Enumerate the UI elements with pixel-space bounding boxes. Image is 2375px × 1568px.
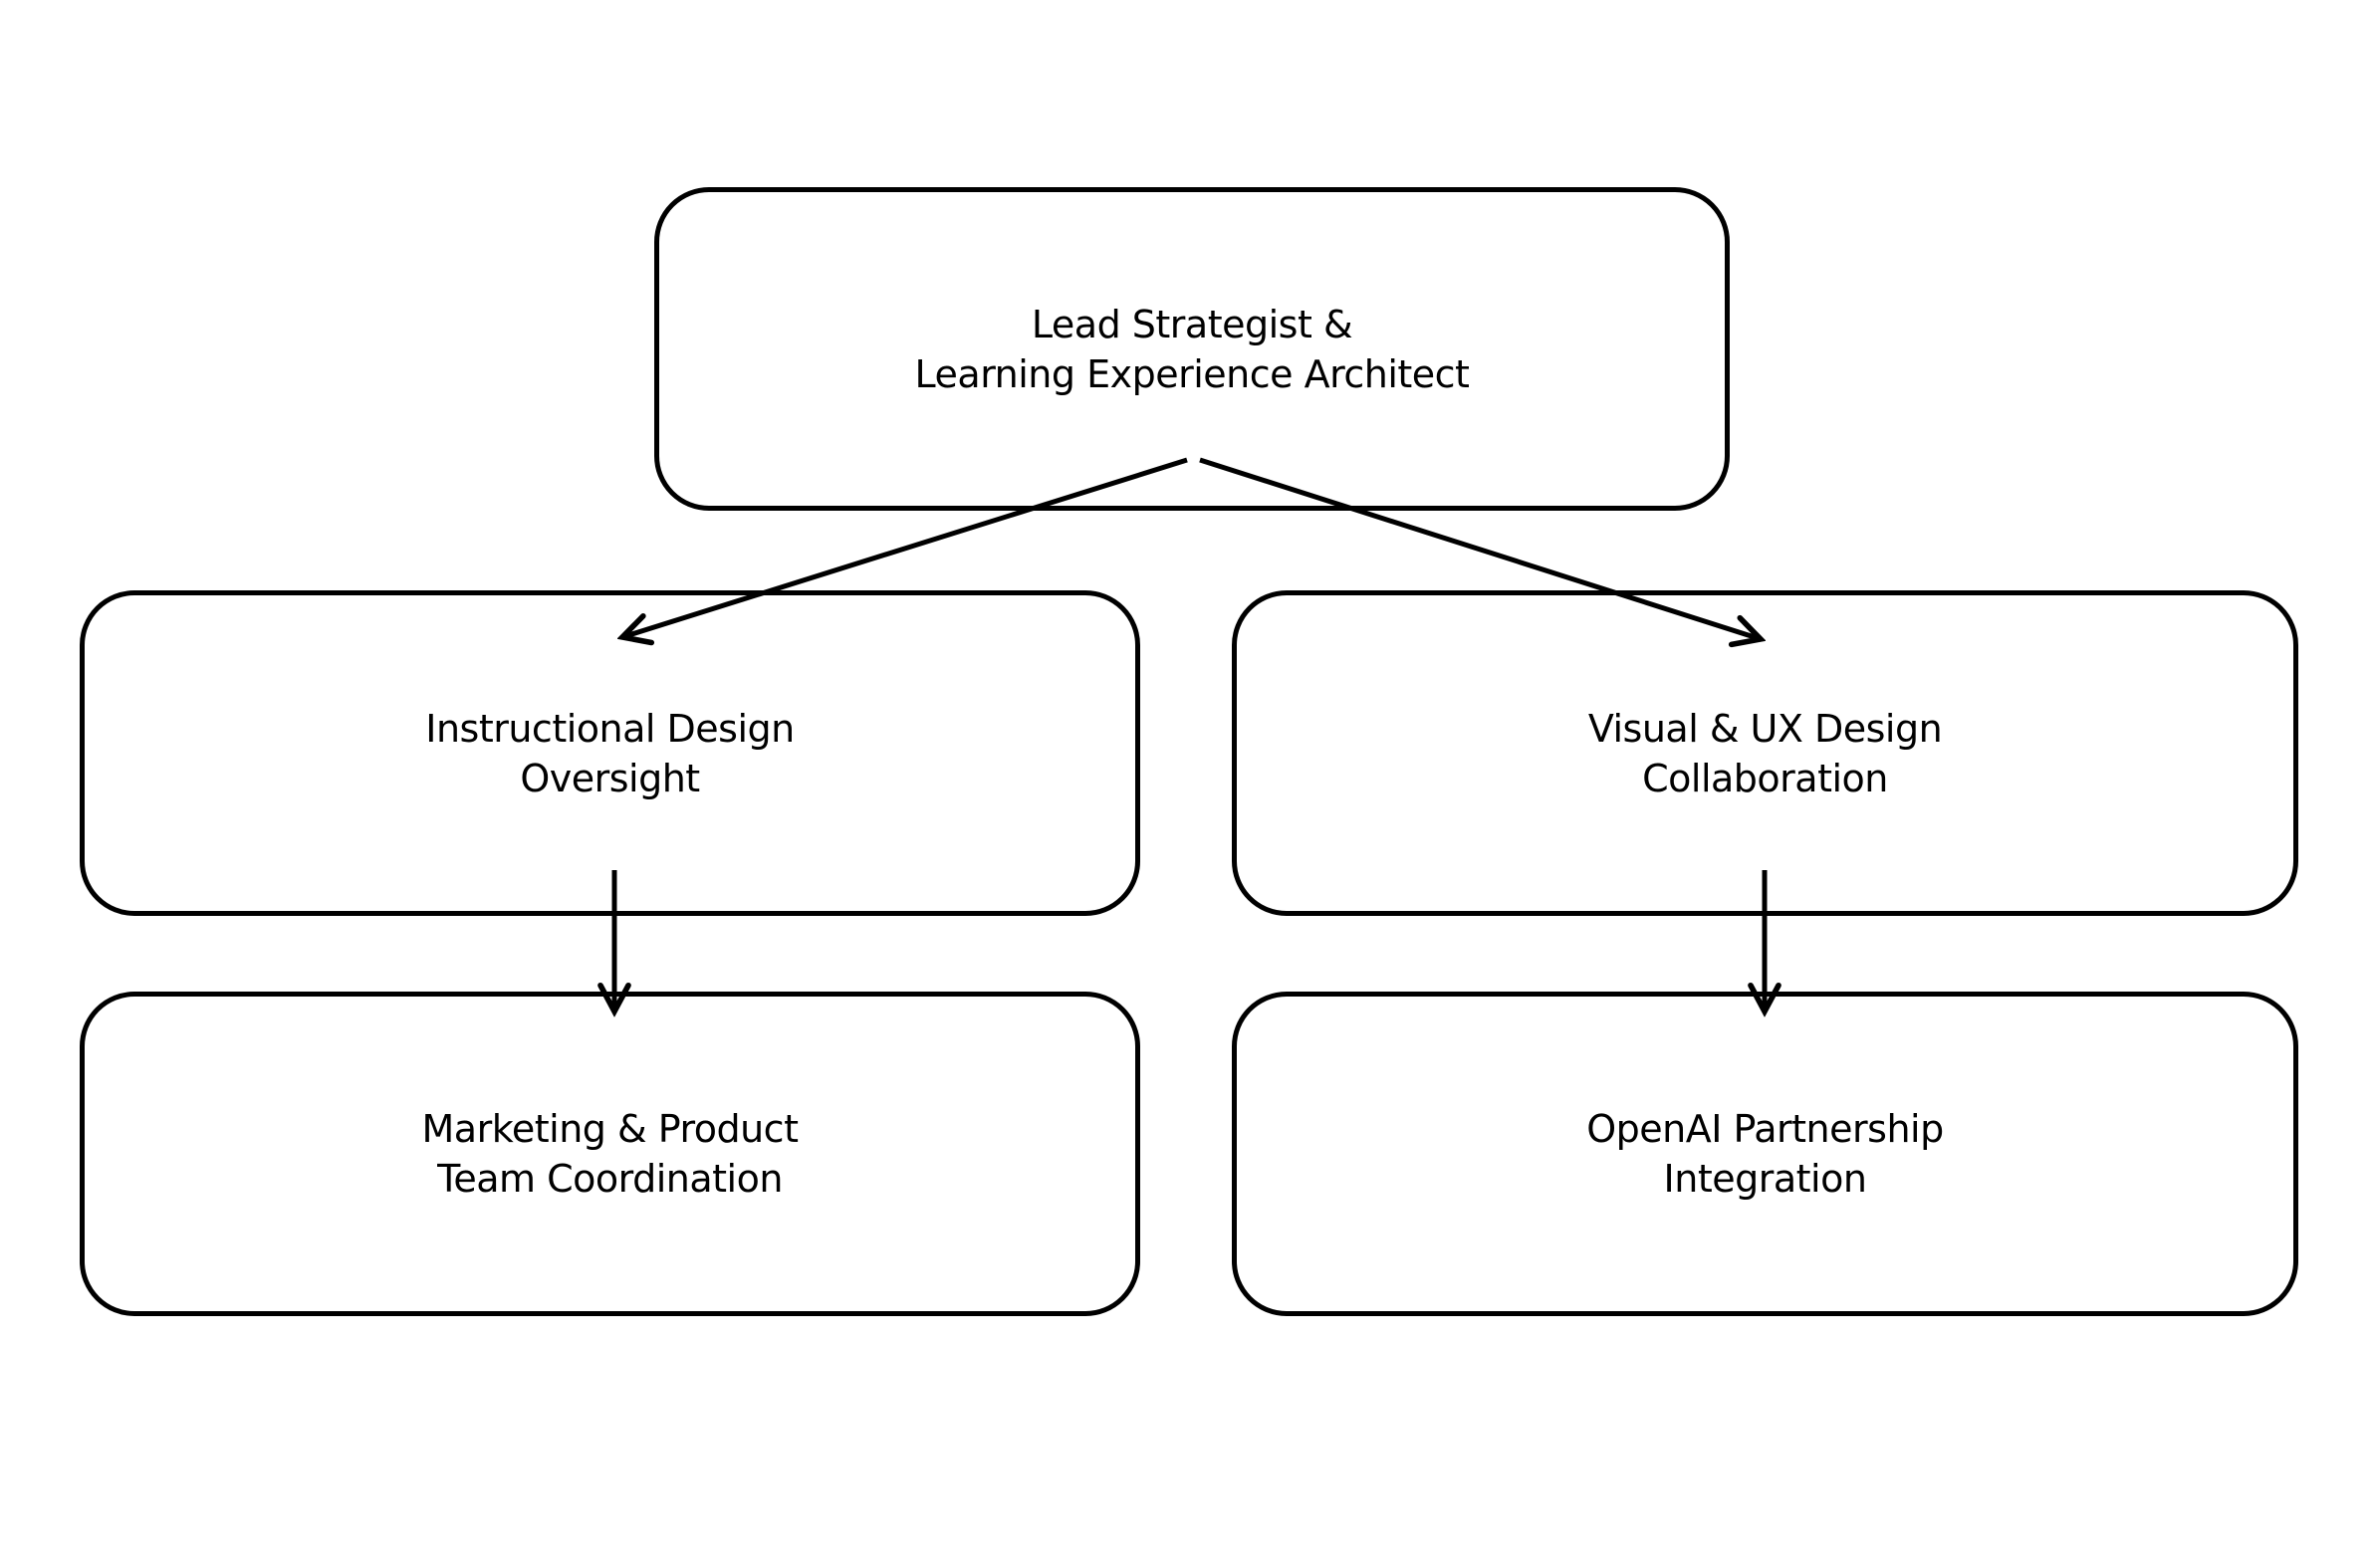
node-lead-strategist: Lead Strategist & Learning Experience Ar… <box>654 187 1730 511</box>
node-openai-partnership: OpenAI Partnership Integration <box>1232 992 2298 1316</box>
node-label-line: Learning Experience Architect <box>914 351 1470 396</box>
node-label-line: Collaboration <box>1642 756 1888 800</box>
node-label-line: Marketing & Product <box>421 1107 799 1151</box>
node-label-line: OpenAI Partnership <box>1586 1107 1944 1151</box>
node-label-line: Oversight <box>520 756 700 800</box>
node-visual-ux-design: Visual & UX Design Collaboration <box>1232 590 2298 916</box>
node-label-line: Integration <box>1663 1157 1867 1201</box>
node-label-line: Instructional Design <box>425 706 795 751</box>
node-instructional-design: Instructional Design Oversight <box>80 590 1140 916</box>
node-label-line: Visual & UX Design <box>1587 706 1943 751</box>
node-label-line: Lead Strategist & <box>1031 302 1353 346</box>
node-label-line: Team Coordination <box>437 1157 783 1201</box>
node-marketing-product: Marketing & Product Team Coordination <box>80 992 1140 1316</box>
